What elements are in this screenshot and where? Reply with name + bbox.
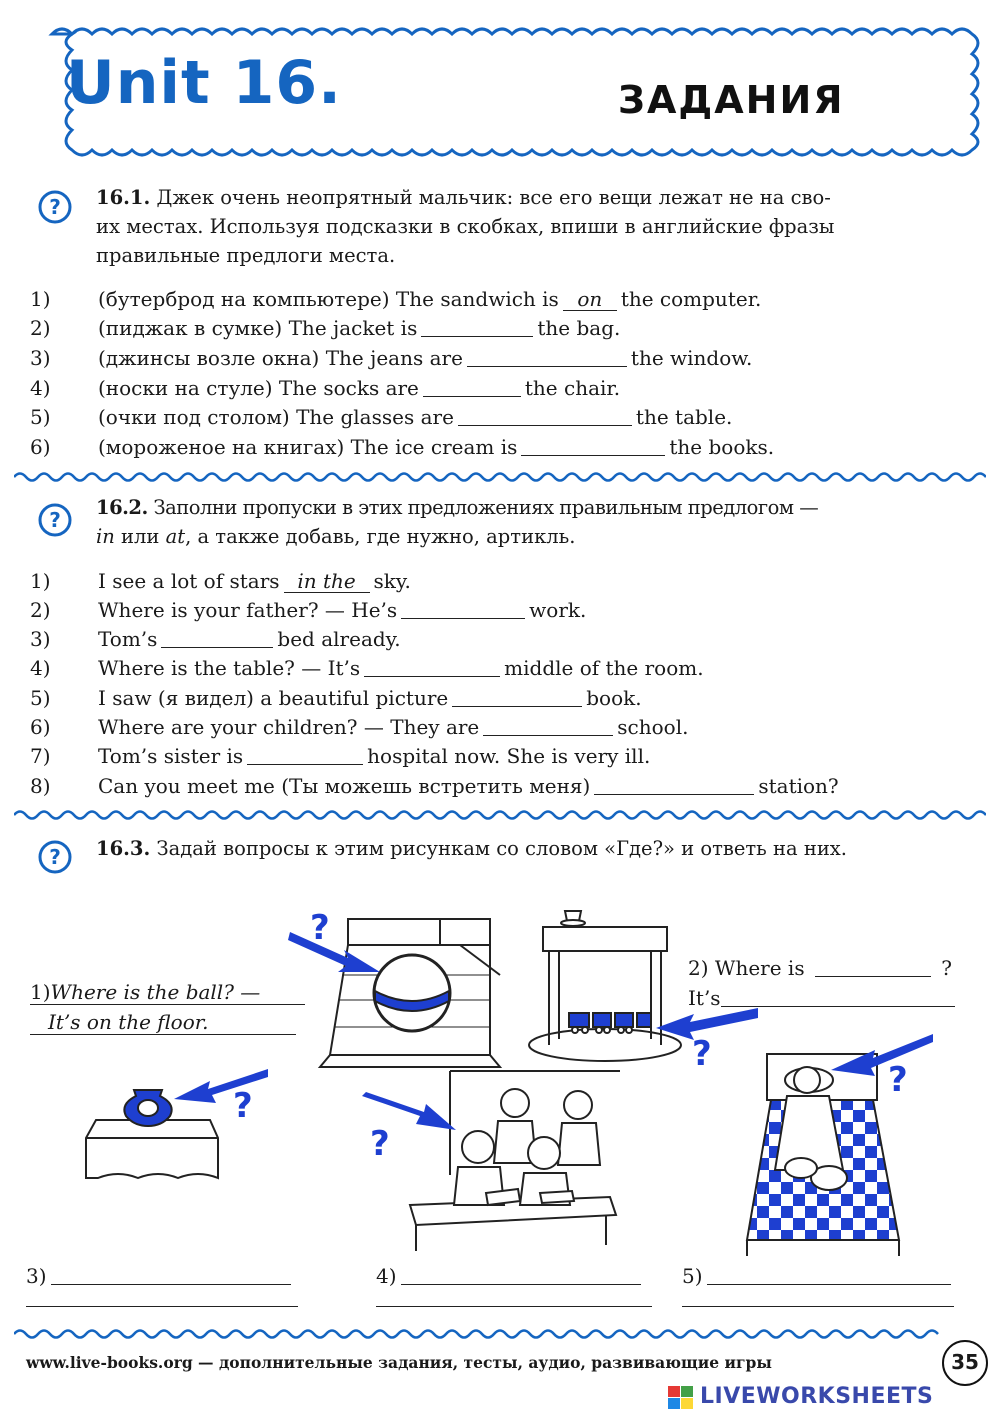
answer-field[interactable] [457,405,632,426]
answer-field[interactable] [50,1264,291,1285]
answer-field[interactable] [483,715,614,736]
answer-field[interactable] [364,656,501,677]
question-icon: ? [38,503,72,537]
task3-number: 16.3. [96,837,151,860]
svg-text:?: ? [49,195,61,219]
answer-field[interactable] [706,1264,951,1285]
task2-item-8: 8)Can you meet me (Ты можешь встретить м… [30,774,839,798]
task3-instruction: 16.3. Задай вопросы к этим рисункам со с… [96,837,848,860]
section-title: ЗАДАНИЯ [618,78,845,122]
task1-instruction: 16.1. Джек очень неопрятный мальчик: все… [96,186,835,267]
question-mark: ? [370,1124,390,1164]
pic4-answer-row: 4) [376,1262,645,1288]
answer-field[interactable] [400,1264,641,1285]
answer-field[interactable]: in the [283,570,370,593]
task1-number: 16.1. [96,186,151,209]
answer-field[interactable] [452,686,583,707]
question-mark: ? [310,908,330,948]
task2-instruction: 16.2. Заполни пропуски в этих предложени… [96,496,819,548]
answer-field[interactable] [401,598,526,619]
answer-field[interactable] [720,986,955,1007]
pic2-question: 2) Where is ? [688,956,953,980]
picture-vase-on-table [85,1089,219,1180]
answer-field[interactable] [376,1306,652,1307]
task1-item-6: 6)(мороженое на книгах) The ice cream is… [30,435,775,459]
answer-field[interactable] [26,1306,298,1307]
footer-text: www.live-books.org — дополнительные зада… [26,1353,772,1372]
arrow-icon [174,1069,268,1103]
answer-field[interactable] [521,435,666,456]
picture-boy-in-bed [745,1053,901,1256]
question-mark: ? [888,1060,908,1100]
title-frame [48,27,980,157]
svg-text:?: ? [49,508,61,532]
arrow-icon [362,1092,456,1130]
liveworksheets-watermark: LIVEWORKSHEETS [700,1384,934,1409]
arrow-icon [656,1008,758,1040]
wavy-divider [14,472,986,482]
task1-item-1: 1)(бутерброд на компьютере) The sandwich… [30,287,762,311]
pic1-answer[interactable]: It’s on the floor. [30,1010,296,1035]
arrow-icon [831,1034,933,1076]
picture-ball-on-floor [317,918,503,1068]
question-icon: ? [38,190,72,224]
wavy-divider [14,1329,939,1339]
svg-text:?: ? [49,845,61,869]
arrow-icon [288,932,380,972]
answer-field[interactable]: on [562,288,617,311]
answer-field[interactable] [422,376,521,397]
liveworksheets-logo-icon [668,1386,693,1409]
task2-number: 16.2. [96,496,148,519]
answer-field[interactable] [161,627,274,648]
picture-train-under-table [528,910,682,1062]
answer-field[interactable] [421,316,534,337]
answer-field[interactable] [594,774,755,795]
wavy-divider [14,810,986,820]
pic2-answer: It’s [688,984,959,1010]
pic3-answer-row: 3) [26,1262,295,1288]
answer-field[interactable] [466,346,627,367]
page-number: 35 [942,1340,988,1386]
question-mark: ? [692,1034,712,1074]
pic5-answer-row: 5) [682,1262,955,1288]
unit-title: Unit 16. [66,48,342,118]
answer-field[interactable] [247,744,364,765]
question-mark: ? [233,1086,253,1126]
pic1-question: 1)Where is the ball? — [30,980,305,1005]
answer-field[interactable] [814,956,931,977]
question-icon: ? [38,840,72,874]
answer-field[interactable] [682,1306,954,1307]
picture-children-at-school [408,1070,620,1251]
